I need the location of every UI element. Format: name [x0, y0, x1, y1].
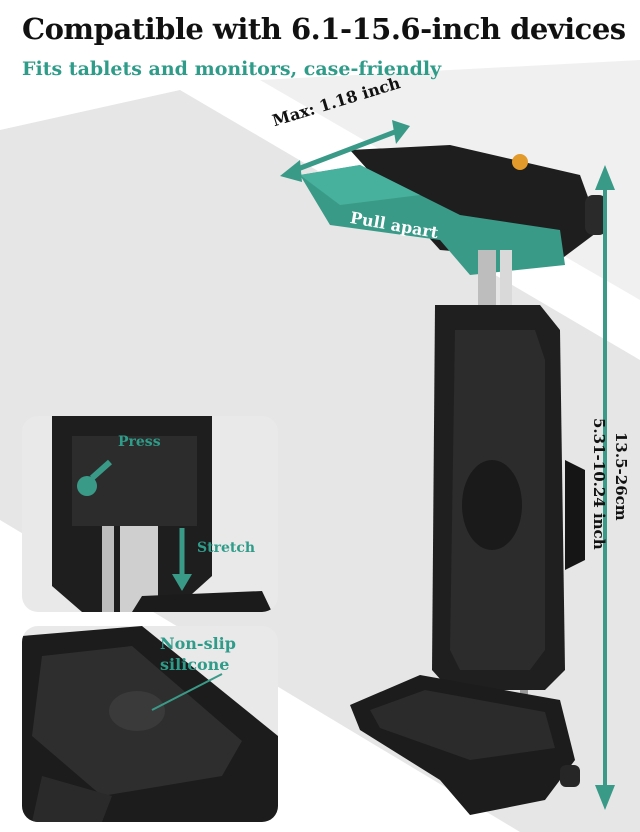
- non-slip-label-line2: silicone: [160, 655, 230, 674]
- press-button-icon: [77, 476, 97, 496]
- tripod-screw-icon: [512, 154, 528, 170]
- page-subtitle: Fits tablets and monitors, case-friendly: [22, 58, 442, 80]
- page-title: Compatible with 6.1-15.6-inch devices: [22, 12, 626, 46]
- press-label: Press: [118, 434, 161, 450]
- inset-non-slip: [22, 626, 278, 822]
- height-cm-label: 13.5-26cm: [612, 432, 630, 521]
- non-slip-label-line1: Non-slip: [160, 634, 236, 653]
- width-arrow: [289, 127, 401, 175]
- stretch-label: Stretch: [197, 540, 256, 556]
- stretch-arrow-icon: [172, 574, 192, 591]
- height-inch-label: 5.31-10.24 inch: [590, 418, 608, 550]
- inset-press-stretch: [22, 416, 278, 612]
